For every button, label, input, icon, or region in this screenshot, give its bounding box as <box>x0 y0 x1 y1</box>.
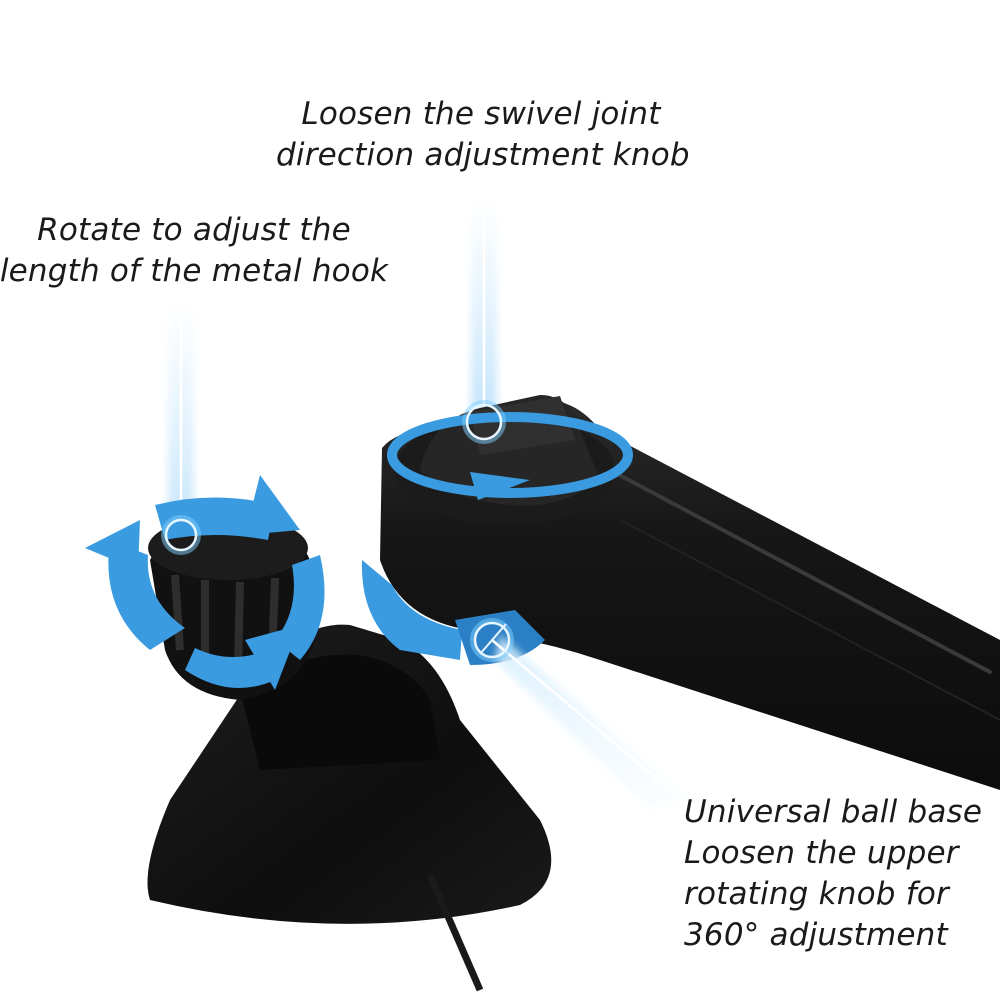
target-marker-swivel-icon <box>462 400 506 444</box>
callout-base-line-2: Loosen the upper <box>684 835 959 871</box>
leader-line-hook <box>168 300 194 530</box>
target-marker-base-icon <box>470 618 514 662</box>
callout-swivel-joint: Loosen the swivel joint direction adjust… <box>276 94 690 176</box>
leader-line-base <box>491 635 690 810</box>
callout-hook-line-2: length of the metal hook <box>0 253 389 289</box>
callout-base-line-1: Universal ball base <box>684 794 983 830</box>
callout-swivel-line-1: Loosen the swivel joint <box>301 96 661 132</box>
target-marker-hook-icon <box>161 515 201 555</box>
callout-metal-hook: Rotate to adjust the length of the metal… <box>0 210 394 292</box>
callout-swivel-line-2: direction adjustment knob <box>276 137 690 173</box>
callout-ball-base: Universal ball base Loosen the upper rot… <box>684 792 982 956</box>
rotation-arrow-swivel-icon <box>387 412 633 500</box>
callout-hook-line-1: Rotate to adjust the <box>37 212 351 248</box>
ball-base <box>147 624 552 992</box>
callout-base-line-4: 360° adjustment <box>684 917 948 953</box>
callout-base-line-3: rotating knob for <box>684 876 949 912</box>
leader-line-swivel <box>471 195 497 410</box>
rotation-arrow-hook-icon <box>85 475 325 690</box>
